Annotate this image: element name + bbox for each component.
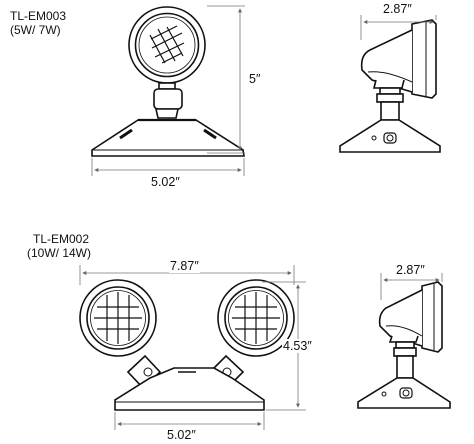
tl-em003-side-depth-label: 2.87″ (382, 2, 413, 16)
tl-em002-width-label: 7.87″ (169, 259, 200, 273)
tl-em002-front-view (79, 279, 295, 411)
tl-em002-base-width-dimension (114, 412, 265, 430)
tl-em003-side-depth-dimension (360, 15, 437, 40)
tl-em002-base-width-label: 5.02″ (166, 428, 197, 442)
tl-em002-side-view (357, 281, 451, 409)
tl-em003-base-width-label: 5.02″ (150, 175, 181, 189)
model-name-tl-em003: TL-EM003 (10, 9, 67, 23)
tl-em003-base-width-dimension (91, 158, 245, 176)
model-wattage-tl-em002: (10W/ 14W) (27, 246, 92, 260)
tl-em002-side-depth-dimension (380, 273, 443, 300)
tl-em003-height-dimension (207, 5, 245, 154)
model-name-tl-em002: TL-EM002 (33, 232, 90, 246)
tl-em003-front-view (91, 6, 245, 157)
tl-em003-height-label: 5″ (248, 72, 262, 86)
tl-em002-height-label: 4.53″ (282, 339, 313, 353)
tl-em003-side-view (339, 19, 441, 153)
model-wattage-tl-em003: (5W/ 7W) (10, 23, 61, 37)
tl-em002-side-depth-label: 2.87″ (395, 263, 426, 277)
